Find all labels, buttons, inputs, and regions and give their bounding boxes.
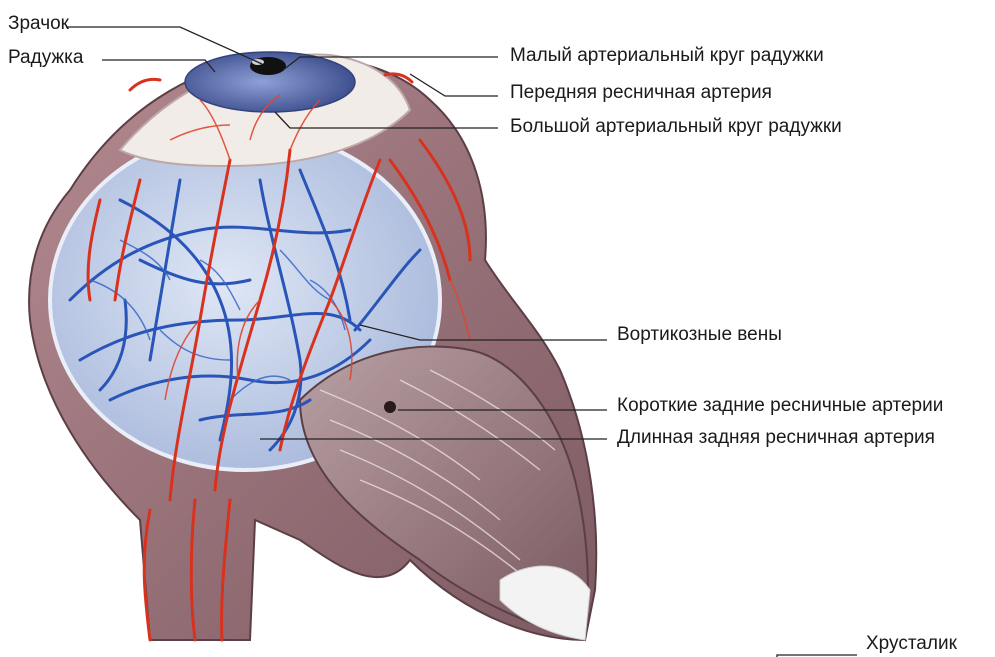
label-lens: Хрусталик — [866, 634, 957, 653]
label-iris: Радужка — [8, 48, 83, 67]
lens-tip — [500, 566, 590, 640]
label-anterior-ciliary-artery: Передняя ресничная артерия — [510, 83, 772, 102]
label-minor-arterial-circle: Малый артериальный круг радужки — [510, 46, 824, 65]
label-pupil: Зрачок — [8, 14, 69, 33]
label-vorticose-veins: Вортикозные вены — [617, 325, 782, 344]
label-short-posterior-ciliary: Короткие задние ресничные артерии — [617, 396, 943, 415]
central-artery-entry — [384, 401, 396, 413]
label-long-posterior-ciliary: Длинная задняя ресничная артерия — [617, 428, 935, 447]
label-major-arterial-circle: Большой артериальный круг радужки — [510, 117, 842, 136]
